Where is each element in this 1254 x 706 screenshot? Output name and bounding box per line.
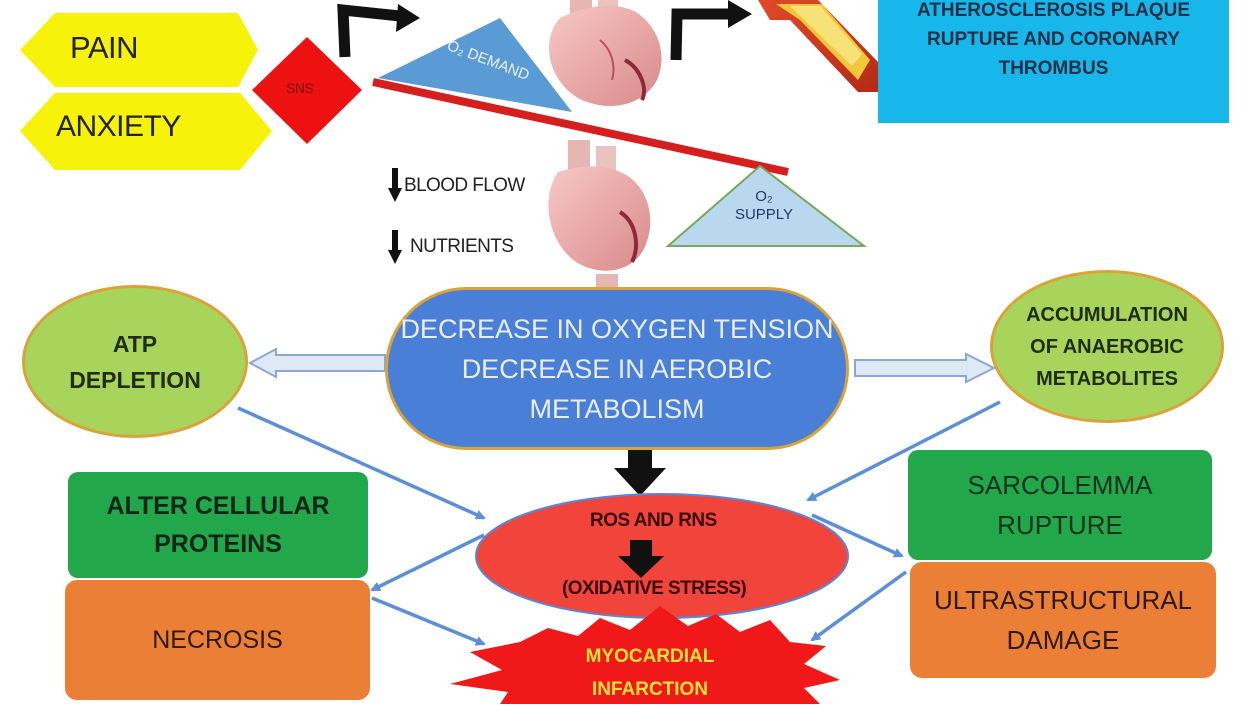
necrosis-box: NECROSIS <box>65 580 370 700</box>
oxidative-stress-label: (OXIDATIVE STRESS) <box>562 578 747 599</box>
ultra-to-mi-arrow <box>810 570 908 642</box>
seesaw-bar <box>372 78 789 176</box>
ros-to-necrosis-arrow <box>370 533 485 592</box>
o2-supply-triangle <box>665 164 867 247</box>
ros-rns-label: ROS AND RNS <box>590 510 717 531</box>
nutrients-label: NUTRIENTS <box>410 236 514 257</box>
sarcolemma-rupture-box: SARCOLEMMA RUPTURE <box>908 450 1212 560</box>
sns-bent-arrow <box>337 3 401 58</box>
left-block-arrow <box>247 347 386 379</box>
anxiety-hexagon <box>20 93 272 170</box>
anaerobic-metabolites-circle: ACCUMULATION OF ANAEROBIC METABOLITES <box>990 270 1224 423</box>
down-arrow-icon <box>388 168 402 202</box>
myocardial-infarction-label: MYOCARDIAL INFARCTION <box>585 646 715 700</box>
ros-inner-down-arrow <box>618 540 664 578</box>
artery-plaque-icon <box>758 0 878 92</box>
acc-to-ros-arrow <box>806 400 1001 502</box>
sns-label: SNS <box>286 80 314 96</box>
heart-middle-icon <box>548 140 651 288</box>
o2-demand-triangle <box>378 18 572 112</box>
sns-diamond <box>252 37 362 144</box>
atp-depletion-circle: ATP DEPLETION <box>22 285 248 438</box>
right-block-arrow <box>854 352 997 384</box>
heart-arrowhead <box>728 0 752 28</box>
plaque-box: ATHEROSCLEROSIS PLAQUE RUPTURE AND CORON… <box>878 0 1229 123</box>
pain-label: PAIN <box>70 30 139 65</box>
o2-supply-label: O₂ SUPPLY <box>734 188 794 223</box>
down-arrow-icon <box>388 230 402 264</box>
oxygen-tension-pill: DECREASE IN OXYGEN TENSION DECREASE IN A… <box>385 287 849 450</box>
anxiety-label: ANXIETY <box>56 110 181 143</box>
pain-hexagon <box>20 13 258 87</box>
ros-to-sarco-arrow <box>811 513 904 558</box>
sns-arrowhead <box>396 4 420 32</box>
heart-top-icon <box>548 0 662 106</box>
atp-to-ros-arrow <box>237 406 486 520</box>
alter-cellular-proteins-box: ALTER CELLULAR PROTEINS <box>68 472 368 578</box>
center-down-arrow <box>614 450 666 496</box>
mi-burst <box>450 606 840 704</box>
blood-flow-label: BLOOD FLOW <box>404 175 525 196</box>
necrosis-to-mi-arrow <box>371 596 486 646</box>
heart-bent-arrow <box>670 8 730 61</box>
ultrastructural-damage-box: ULTRASTRUCTURAL DAMAGE <box>910 562 1216 678</box>
